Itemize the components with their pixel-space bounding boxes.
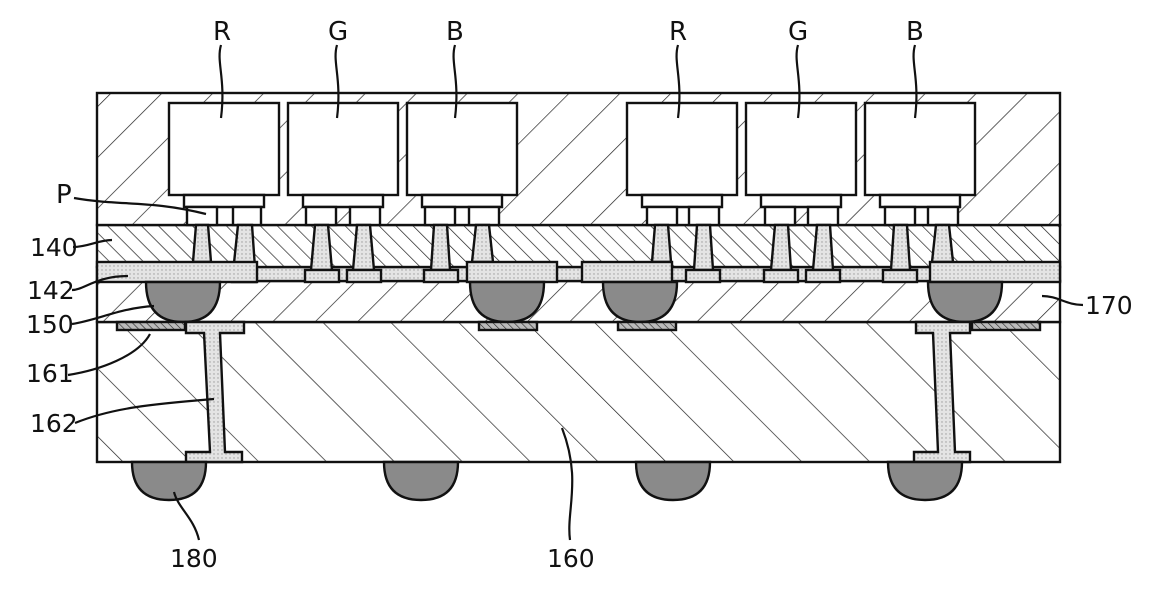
label-180: 180	[170, 544, 218, 573]
label-142: 142	[27, 276, 75, 305]
label-b: B	[906, 17, 924, 47]
led-chip	[407, 103, 517, 195]
led-chip	[746, 103, 856, 195]
led-chip	[169, 103, 279, 195]
label-g: G	[788, 17, 808, 47]
subpixel-labels: R G B R G B	[213, 17, 924, 47]
label-140: 140	[30, 233, 78, 262]
label-r: R	[213, 17, 231, 47]
label-g: G	[328, 17, 348, 47]
label-160: 160	[547, 544, 595, 573]
label-162: 162	[30, 409, 78, 438]
label-161: 161	[26, 359, 74, 388]
label-p: P	[56, 180, 72, 210]
label-170: 170	[1085, 291, 1133, 320]
substrate-layer	[97, 322, 1060, 462]
label-r: R	[669, 17, 687, 47]
solder-balls	[132, 462, 962, 500]
led-chip	[627, 103, 737, 195]
label-150: 150	[26, 310, 74, 339]
filler-layer	[97, 281, 1060, 322]
led-chip	[288, 103, 398, 195]
led-chip	[865, 103, 975, 195]
label-b: B	[446, 17, 464, 47]
